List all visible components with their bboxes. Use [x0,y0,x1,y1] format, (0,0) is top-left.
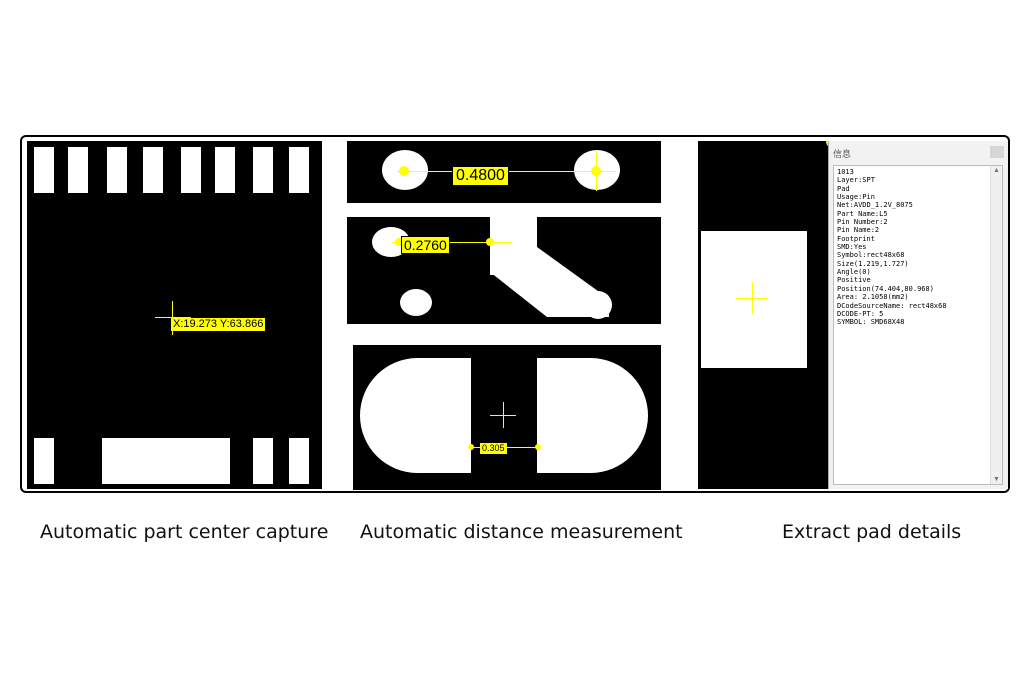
pad [102,438,230,484]
info-line: 1013 [837,168,854,176]
measure-point [399,166,409,176]
info-line: Usage:Pin [837,193,875,202]
info-line: Layer:SPT [837,176,875,185]
d-shaped-pad-right [537,358,648,473]
round-pad [400,289,432,316]
distance-label: 0.305 [480,443,507,454]
scroll-up-icon[interactable]: ▲ [993,167,1000,174]
measure-point [535,444,541,450]
center-coordinate-label: X:19.273 Y:63.866 [171,318,266,331]
highlight-fragment [826,141,828,149]
info-line: DCodeSourceName: rect48x68 [837,301,947,310]
pad [143,147,163,193]
pad [289,438,309,484]
distance-view-shapes[interactable]: 0.2760 [347,217,661,324]
pad [289,147,309,193]
l-shaped-pad-slope [490,247,612,319]
distance-view-gap[interactable]: 0.305 [353,345,661,490]
pad-detail-view[interactable] [698,141,828,489]
pad [253,147,273,193]
measure-line [392,242,512,243]
info-line: Symbol:rect48x68 [837,251,905,260]
info-line: Pin Number:2 [837,218,888,227]
pad [215,147,235,193]
info-line: Size(1.219,1.727) [837,259,909,268]
pad [253,438,273,484]
info-line: Net:AVDD_1.2V_8075 [837,201,913,210]
pad [34,438,54,484]
info-line: Pad [837,184,850,193]
info-line: Footprint [837,234,875,243]
info-line: Position(74.404,80.968) [837,284,934,293]
scroll-down-icon[interactable]: ▼ [993,476,1000,483]
pad-center-crosshair-vertical [752,282,753,314]
info-line: SYMBOL: SMD68X48 [837,318,905,327]
pad [34,147,54,193]
d-shaped-pad-left [360,358,471,473]
info-line: Positive [837,276,871,285]
caption-distance: Automatic distance measurement [360,521,683,543]
center-crosshair-horizontal [155,317,191,318]
measure-point [486,238,494,246]
distance-label: 0.2760 [401,236,450,254]
pad [68,147,88,193]
measure-point [395,238,403,246]
close-button[interactable] [990,146,1004,158]
pad [107,147,127,193]
info-line: Pin Name:2 [837,226,880,235]
info-line: DCODE-PT: 5 [837,309,884,318]
info-line: Angle(0) [837,268,871,277]
info-line: SMD:Yes [837,243,867,252]
measure-point [468,444,474,450]
measure-point [591,166,601,176]
info-window-title: 信息 [833,149,852,159]
caption-part-center: Automatic part center capture [40,521,329,543]
center-crosshair-vertical [503,402,504,428]
info-line: Part Name:L5 [837,209,888,218]
part-center-view[interactable]: X:19.273 Y:63.866 [27,141,322,489]
scrollbar[interactable]: ▲ ▼ [990,166,1002,484]
pad [181,147,201,193]
distance-view-circles[interactable]: 0.4800 [347,141,661,203]
distance-label: 0.4800 [452,166,509,186]
selected-pad [701,231,807,368]
info-line: Area: 2.1058(mm2) [837,293,909,302]
caption-pad-details: Extract pad details [782,521,962,543]
